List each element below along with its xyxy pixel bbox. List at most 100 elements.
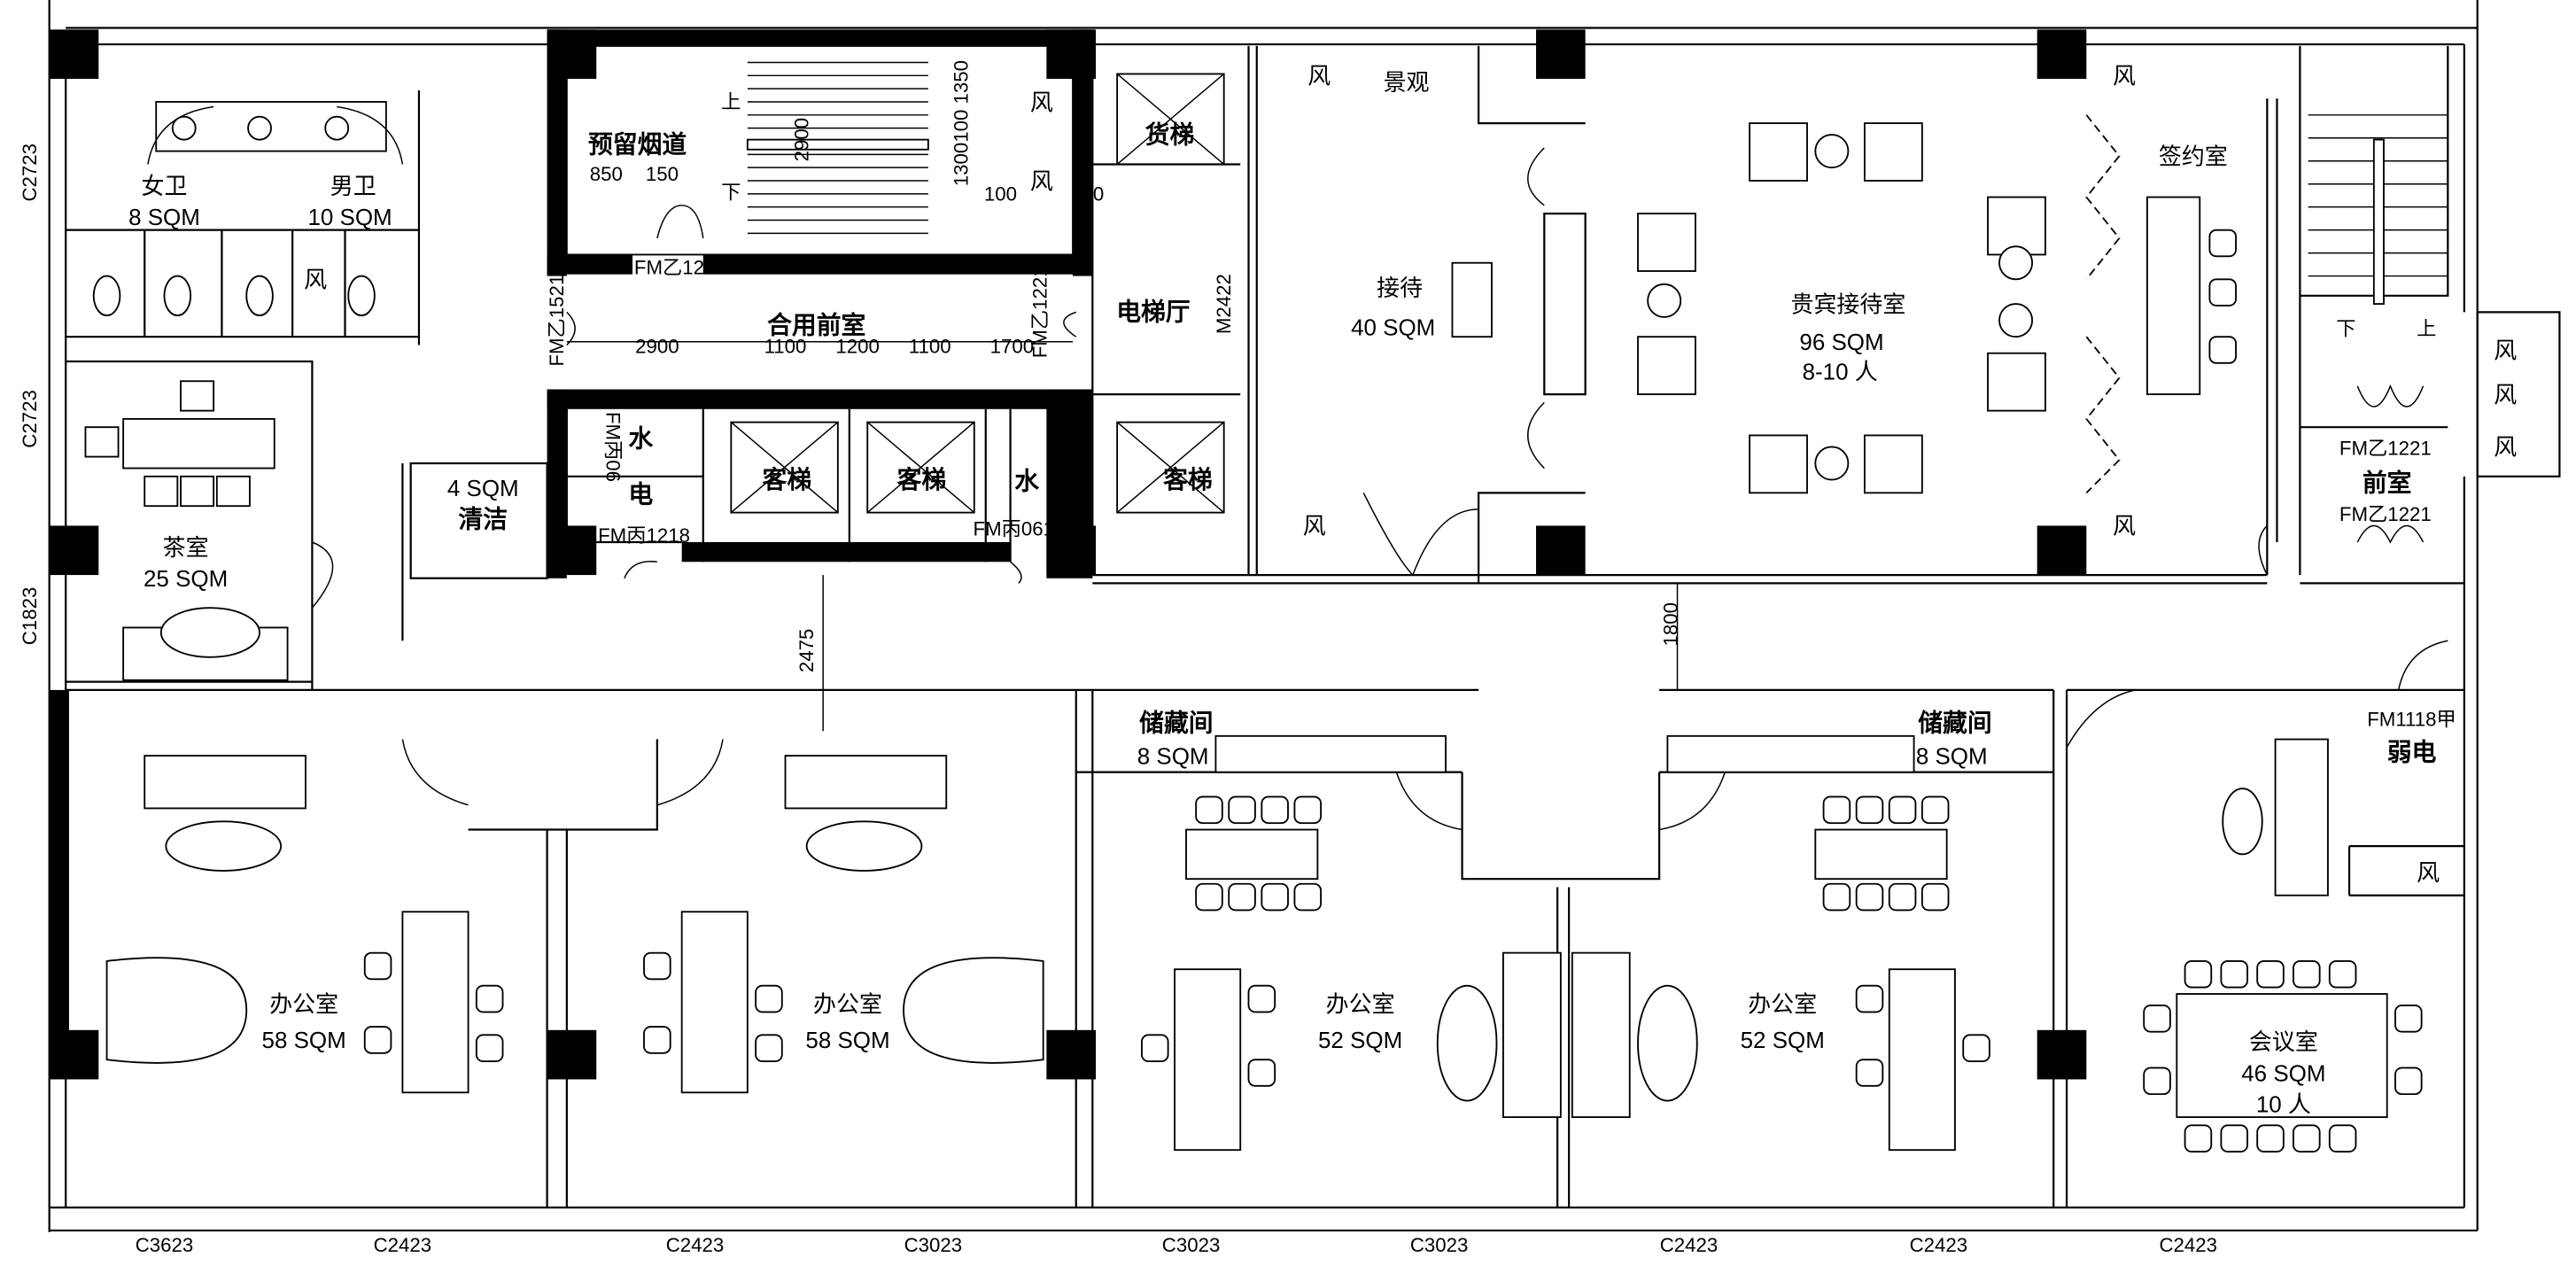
chair bbox=[2256, 959, 2285, 989]
cleaning-name: 清洁 bbox=[458, 505, 508, 532]
meeting-room-name: 会议室 bbox=[2249, 1028, 2318, 1055]
chair bbox=[2208, 336, 2237, 364]
chair bbox=[2328, 1124, 2357, 1152]
sofa bbox=[1571, 951, 1631, 1119]
freight-lift-label: 货梯 bbox=[1145, 120, 1195, 148]
chair bbox=[2184, 1124, 2213, 1152]
lift-car bbox=[1116, 73, 1225, 166]
armchair bbox=[1749, 434, 1808, 494]
signing-room-name: 签约室 bbox=[2159, 143, 2228, 169]
oval-table bbox=[105, 957, 248, 1064]
chair bbox=[1855, 1059, 1884, 1087]
chair bbox=[2143, 1067, 2171, 1096]
stair-up-label: 上 bbox=[721, 90, 741, 113]
flue-name: 预留烟道 bbox=[588, 130, 687, 158]
flue-dim-b: 150 bbox=[646, 163, 679, 185]
chair bbox=[643, 951, 671, 981]
partitions bbox=[66, 45, 2464, 1208]
office-4-name: 办公室 bbox=[1748, 990, 1817, 1017]
column bbox=[1536, 29, 1586, 80]
coffee-table bbox=[165, 820, 283, 872]
anteroom-door-top: FM乙1221 bbox=[2339, 438, 2432, 460]
armchair bbox=[1864, 434, 1923, 494]
chair bbox=[475, 984, 504, 1013]
anteroom-door-bottom: FM乙1221 bbox=[2339, 503, 2432, 525]
vent-label: 风 bbox=[2494, 381, 2517, 407]
cabinet bbox=[1666, 734, 1915, 773]
oval-table bbox=[903, 957, 1044, 1064]
desk bbox=[1174, 968, 1242, 1152]
lift-car bbox=[866, 421, 975, 514]
window-labels: C2723 C2723 C1823 C3623 C2423 C2423 C302… bbox=[19, 144, 2217, 1256]
chair bbox=[2220, 1124, 2248, 1152]
armchair bbox=[1637, 336, 1696, 396]
meeting-room-capacity: 10 人 bbox=[2256, 1091, 2311, 1118]
lift-cross bbox=[1116, 73, 1225, 166]
lobby-dim-2: 1100 bbox=[764, 336, 807, 358]
vent-label: 风 bbox=[1303, 513, 1326, 539]
corridor-dim-right: 1800 bbox=[1660, 602, 1682, 646]
chair bbox=[1293, 882, 1323, 912]
chair bbox=[1888, 882, 1917, 912]
column bbox=[2037, 1029, 2087, 1080]
toilet bbox=[347, 275, 376, 316]
column bbox=[1046, 1029, 1097, 1080]
chair bbox=[1247, 984, 1276, 1013]
reception-name: 接待 bbox=[1377, 275, 1423, 301]
chair bbox=[1293, 795, 1323, 825]
vip-reception-name: 贵宾接待室 bbox=[1791, 291, 1906, 317]
elec-door-label: FM丙1218 bbox=[598, 524, 690, 547]
vent-label: 风 bbox=[2494, 337, 2517, 363]
round-table bbox=[1436, 984, 1498, 1102]
window-bottom: C3623 bbox=[136, 1234, 194, 1256]
chair bbox=[1195, 795, 1223, 825]
side-table bbox=[1814, 134, 1850, 169]
east-stair bbox=[2308, 114, 2448, 306]
vent-label: 风 bbox=[1030, 89, 1053, 115]
chair bbox=[363, 1026, 392, 1054]
stair-handrail bbox=[746, 138, 929, 151]
weak-current-name: 弱电 bbox=[2387, 739, 2437, 766]
chair bbox=[1228, 795, 1256, 825]
chair bbox=[1261, 882, 1289, 912]
chair bbox=[84, 426, 120, 458]
desk bbox=[680, 911, 749, 1094]
toilet bbox=[163, 275, 192, 316]
stair-down-label: 下 bbox=[721, 181, 741, 203]
stair-dim-height: 2900 bbox=[790, 118, 812, 162]
office-3-name: 办公室 bbox=[1326, 990, 1395, 1017]
structural-columns bbox=[49, 29, 2087, 1080]
lift-hall-door: M2422 bbox=[1213, 274, 1235, 334]
window-bottom: C3023 bbox=[904, 1234, 963, 1256]
signing-table bbox=[2146, 196, 2201, 396]
chair bbox=[1822, 795, 1851, 825]
room-labels: 女卫 8 SQM 男卫 10 SQM 茶室 25 SQM 预留烟道 850 15… bbox=[128, 60, 2456, 1118]
chair bbox=[2293, 1124, 2321, 1152]
stair-door-label: FM乙1221 bbox=[634, 257, 726, 279]
side-table bbox=[2222, 788, 2263, 856]
office-3-area: 52 SQM bbox=[1318, 1027, 1402, 1053]
window-left-2: C2723 bbox=[19, 390, 41, 448]
furniture bbox=[84, 101, 2423, 1152]
tea-room-area: 25 SQM bbox=[144, 565, 228, 592]
vent-label: 风 bbox=[2417, 859, 2440, 886]
flue-dim-a: 850 bbox=[590, 163, 623, 185]
core-walls bbox=[547, 29, 1093, 578]
lobby-right-door-label: FM乙1221 bbox=[1028, 266, 1051, 358]
chair bbox=[2143, 1005, 2171, 1033]
armchair bbox=[1637, 213, 1696, 272]
chair bbox=[1247, 1059, 1276, 1087]
chair bbox=[755, 1034, 783, 1062]
lobby-dim-4: 1100 bbox=[909, 336, 951, 358]
window-bottom: C3023 bbox=[1162, 1234, 1221, 1256]
stair-dim-d: 200 bbox=[1071, 182, 1104, 205]
chair bbox=[180, 380, 215, 412]
anteroom-name: 前室 bbox=[2363, 470, 2412, 497]
chair bbox=[2208, 278, 2237, 307]
chair bbox=[1822, 882, 1851, 912]
chair bbox=[215, 475, 251, 508]
column bbox=[2037, 525, 2087, 576]
landscape-label: 景观 bbox=[1384, 69, 1430, 96]
sink bbox=[247, 115, 272, 141]
